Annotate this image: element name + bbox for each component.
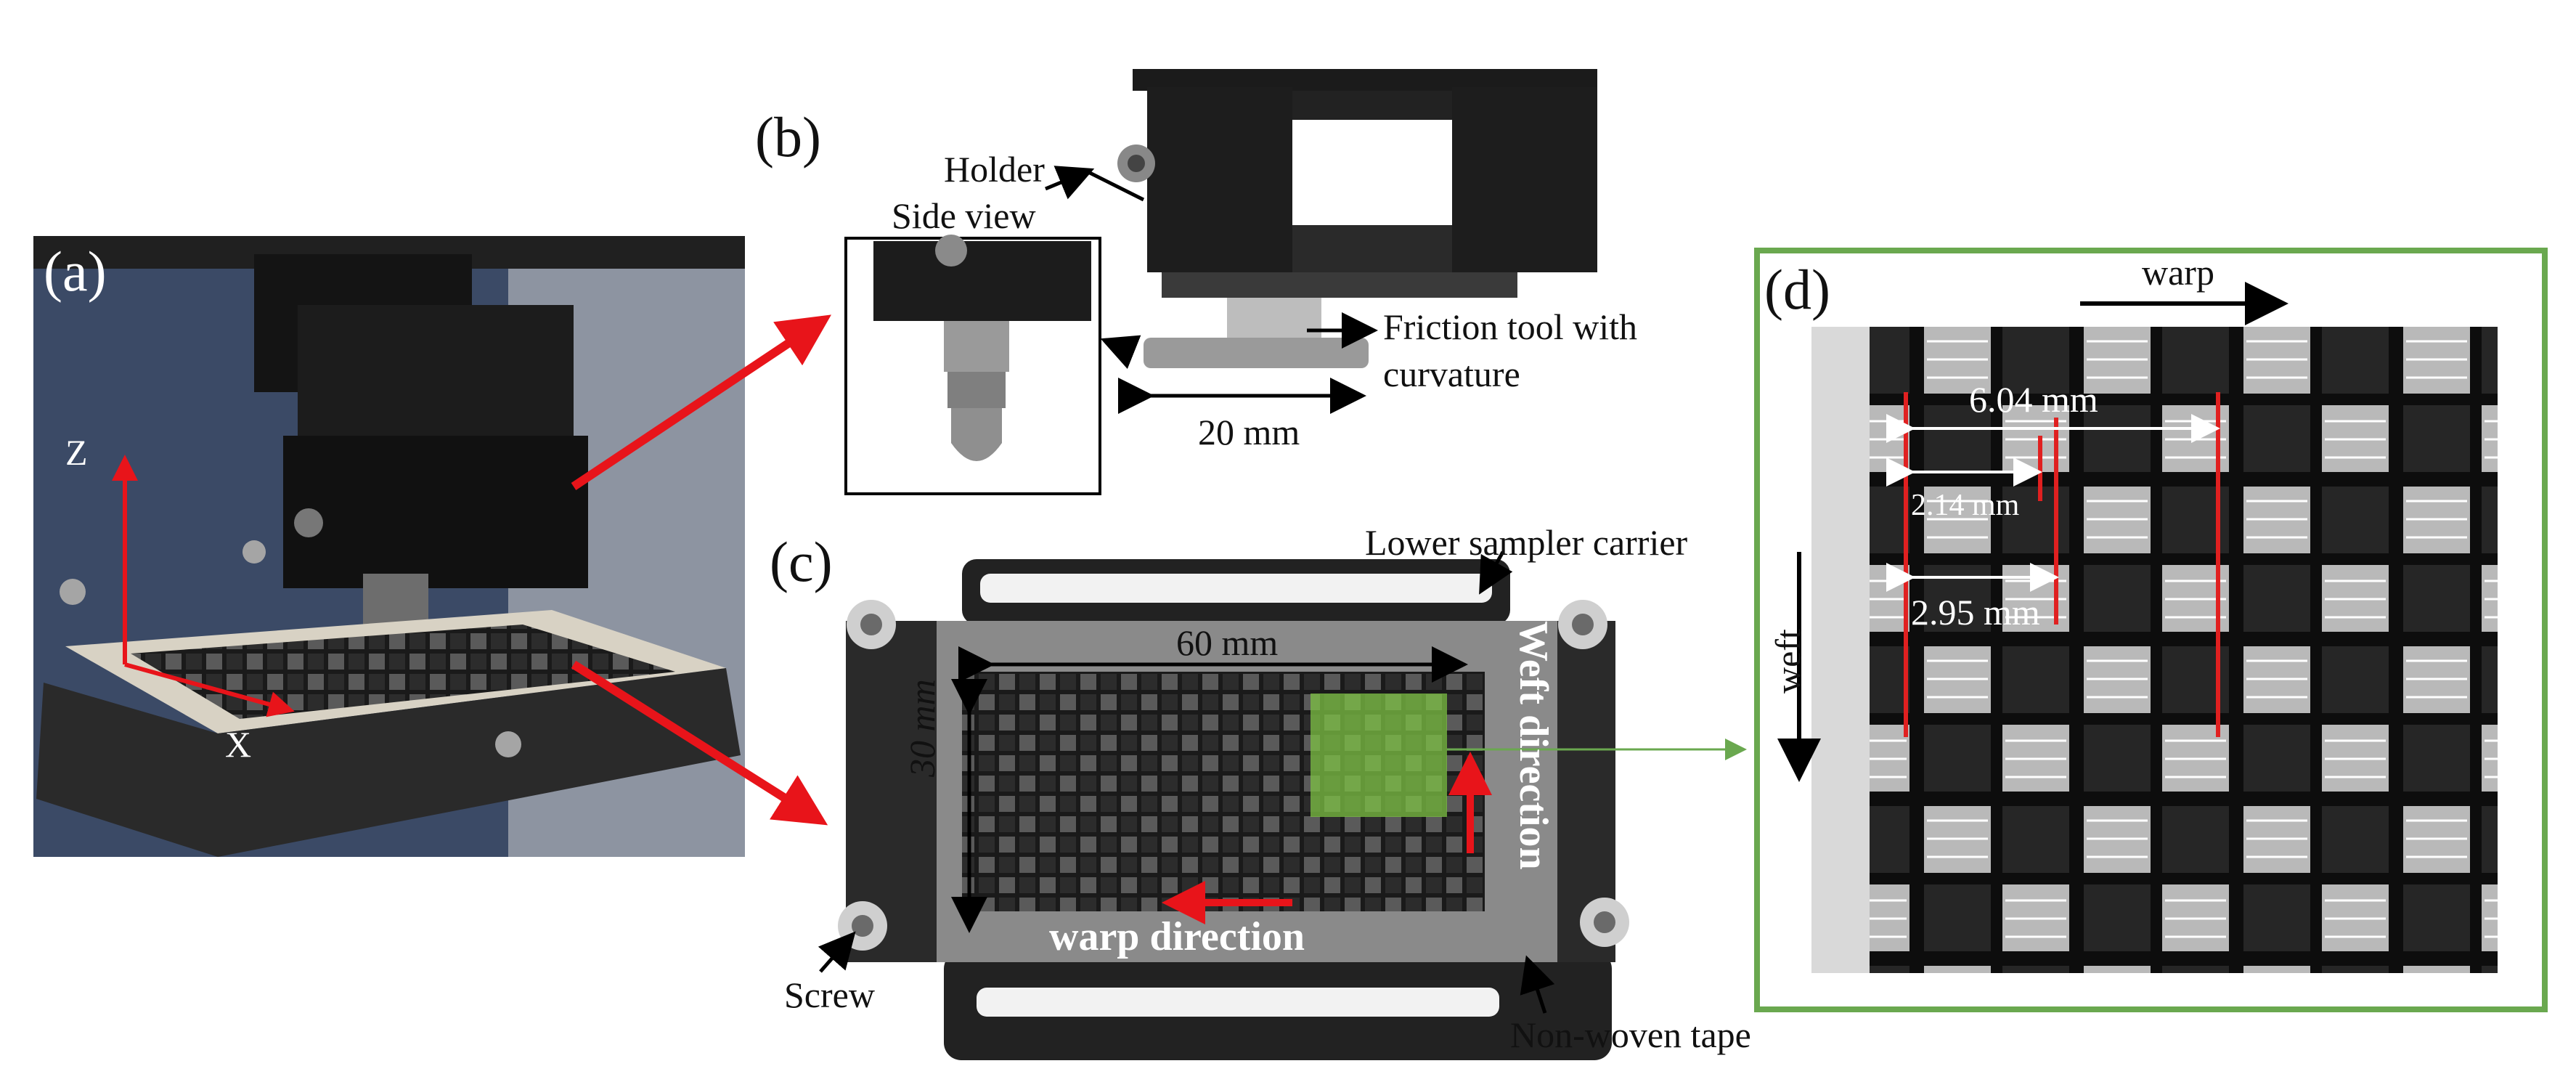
tape-pointer [1520,955,1555,1014]
friction-tool-label-line2: curvature [1383,354,1520,394]
weft-label: weft [1768,629,1809,693]
panel-b-holder-photo [1117,69,1597,368]
holder-label: Holder [944,149,1045,190]
analysed-area-highlight [1311,693,1447,817]
dim-2-95-label: 2.95 mm [1911,592,2040,632]
panel-a-label: (a) [44,240,107,303]
side-view-label: Side view [892,195,1036,236]
screw-pointer [818,931,856,973]
side-view-pointer [1100,335,1141,370]
dim-2-14-label: 2.14 mm [1911,489,2020,522]
arrow-a-to-b [571,314,831,490]
panel-d-label: (d) [1764,258,1830,321]
panel-d-micrograph [1811,327,2498,973]
dim-6-04-label: 6.04 mm [1969,379,2098,420]
tape-label: Non-woven tape [1510,1014,1751,1055]
panel-c-label: (c) [770,530,833,593]
warp-label: warp [2142,252,2214,293]
weft-direction-label: Weft direction [1511,621,1556,870]
axis-x-line [124,662,295,717]
dim-20mm-label: 20 mm [1198,412,1300,452]
warp-direction-label: warp direction [1049,914,1305,959]
lower-carrier-label: Lower sampler carrier [1365,522,1688,563]
screw-label: Screw [784,975,875,1015]
friction-tool-label-line1: Friction tool with [1383,306,1637,347]
axis-x-label: X [225,724,252,765]
dim-30mm-label: 30 mm [902,679,942,777]
panel-a-photo [33,236,745,857]
holder-pointer [1084,168,1145,202]
axis-z-label: Z [65,432,88,473]
panel-b-label: (b) [755,105,821,168]
dim-60mm-label: 60 mm [1176,622,1279,663]
holder-arrow [1045,166,1095,200]
lower-carrier-pointer [1479,550,1513,595]
side-view-photo [873,235,1091,461]
arrow-a-to-c [571,660,828,826]
